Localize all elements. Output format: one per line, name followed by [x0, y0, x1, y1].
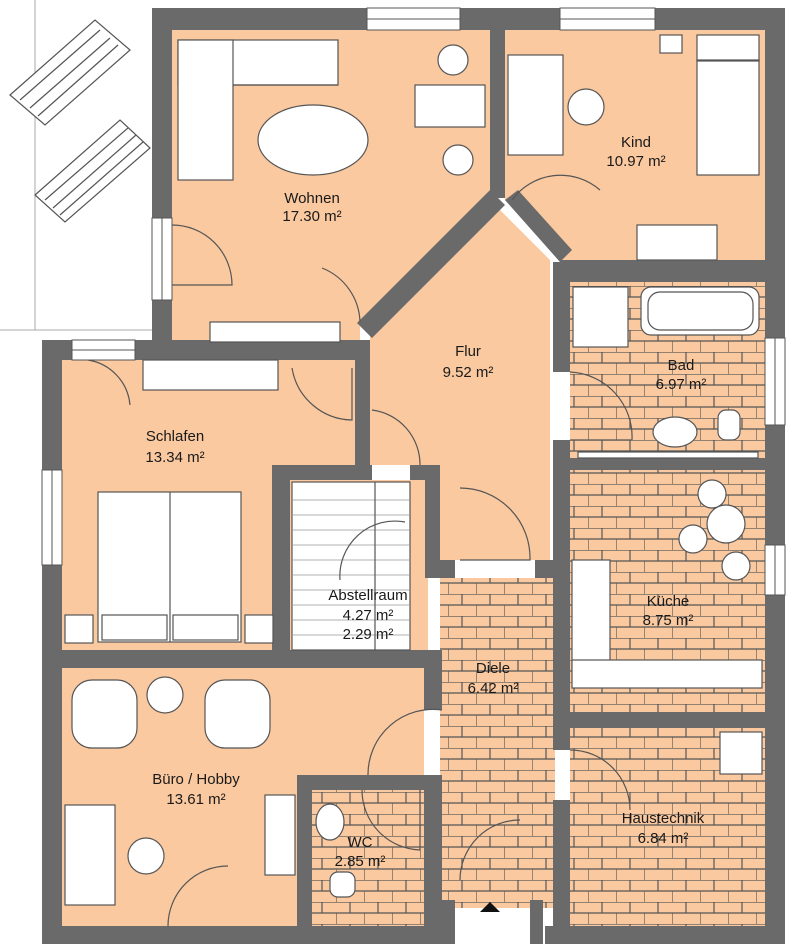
- walls: [42, 8, 785, 944]
- furniture: [64, 34, 763, 906]
- door-swing-icon: [87, 174, 633, 927]
- label-haustechnik-area: 6.84 m²: [638, 830, 689, 847]
- label-buero-area: 13.61 m²: [166, 791, 225, 808]
- label-bad-name: Bad: [668, 357, 695, 374]
- label-diele-name: Diele: [476, 660, 510, 677]
- label-abstellraum-name: Abstellraum: [328, 587, 407, 604]
- label-flur-name: Flur: [455, 343, 481, 360]
- label-abstellraum-area: 4.27 m²: [343, 607, 394, 624]
- label-wc-name: WC: [348, 834, 373, 851]
- terrace: [0, 0, 155, 331]
- label-wc-area: 2.85 m²: [335, 853, 386, 870]
- label-abstellraum-area2: 2.29 m²: [343, 626, 394, 643]
- label-schlafen-area: 13.34 m²: [145, 449, 204, 466]
- label-flur-area: 9.52 m²: [443, 364, 494, 381]
- room-wohnen: [172, 30, 490, 342]
- label-wohnen-area: 17.30 m²: [282, 208, 341, 225]
- label-kind-name: Kind: [621, 134, 651, 151]
- label-wohnen-name: Wohnen: [284, 190, 340, 207]
- entrance-arrow-icon: [480, 902, 500, 912]
- label-kind-area: 10.97 m²: [606, 153, 665, 170]
- label-haustechnik-name: Haustechnik: [622, 810, 705, 827]
- label-buero-name: Büro / Hobby: [152, 771, 240, 788]
- label-diele-area: 6.42 m²: [468, 680, 519, 697]
- staircase-icon: [291, 481, 411, 651]
- label-kueche-area: 8.75 m²: [643, 612, 694, 629]
- label-bad-area: 6.97 m²: [656, 376, 707, 393]
- sun-lounger-icon: [9, 19, 151, 223]
- label-schlafen-name: Schlafen: [146, 428, 204, 445]
- windows: [41, 7, 786, 596]
- room-labels: Wohnen 17.30 m² Kind 10.97 m² Flur 9.52 …: [145, 134, 706, 870]
- label-kueche-name: Küche: [647, 593, 690, 610]
- room-diele: [440, 578, 555, 908]
